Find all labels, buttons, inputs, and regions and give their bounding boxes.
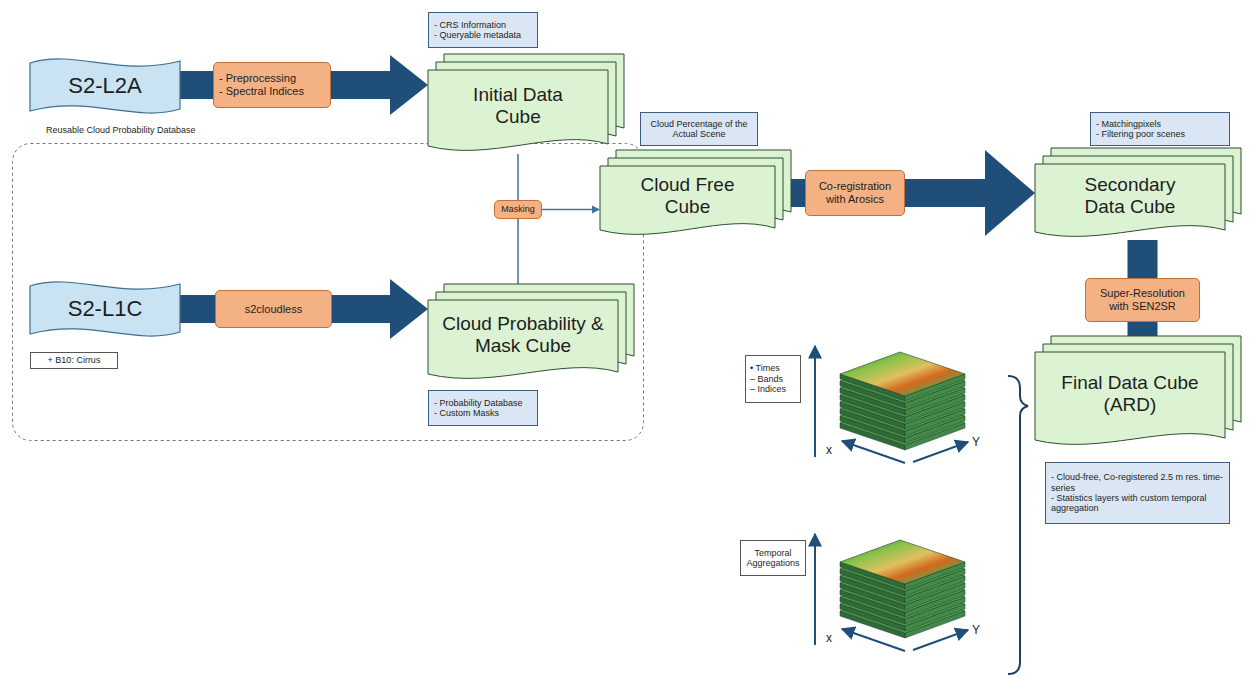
node-text: - Queryable metadata: [434, 30, 532, 40]
arrow-shaft: [905, 179, 986, 207]
layer-top: [840, 352, 965, 396]
note-box: Temporal Aggregations: [740, 540, 806, 576]
flow-arrow: [542, 206, 600, 214]
data-cube-figure: [815, 346, 968, 463]
node-text: – Bands: [750, 374, 796, 384]
dashed-region: [13, 144, 644, 441]
arrow-head: [985, 150, 1035, 236]
arrow-shaft: [180, 71, 213, 99]
group-heading: Reusable Cloud Probability Database: [46, 125, 196, 135]
note-box: - Cloud-free, Co-registered 2.5 m res. t…: [1045, 462, 1230, 524]
note-box: Cloud Percentage of the Actual Scene: [640, 112, 758, 146]
node-text: - Cloud-free, Co-registered 2.5 m res. t…: [1051, 472, 1224, 493]
data-cube-figure: [815, 534, 968, 651]
node-text: Masking: [501, 204, 535, 214]
node-text: • Times: [750, 363, 796, 373]
node-text: S2-L1C: [68, 296, 143, 321]
node-text: Initial Data Cube: [456, 84, 581, 128]
node-text: - CRS Information: [434, 20, 532, 30]
node-text: Cloud Free Cube: [625, 174, 750, 218]
node-text: - Custom Masks: [434, 408, 532, 418]
axis-label: x: [826, 444, 832, 456]
cube-page: [428, 300, 618, 378]
axis-arrow: [842, 441, 905, 463]
data-cube: Final Data Cube (ARD): [1035, 352, 1225, 448]
node-text: s2cloudless: [245, 303, 302, 316]
process-box: s2cloudless: [215, 290, 332, 328]
arrow-shaft: [1128, 240, 1158, 278]
flow-arrow: [180, 309, 215, 310]
node-text: - Spectral Indices: [219, 85, 325, 98]
node-text: S2-L2A: [68, 73, 141, 98]
axis-arrow: [913, 442, 968, 462]
cube-page: [1035, 164, 1225, 236]
process-box: Super-Resolution with SEN2SR: [1085, 278, 1200, 322]
node-text: – Indices: [750, 384, 796, 394]
node-text: Final Data Cube (ARD): [1050, 372, 1210, 416]
node-text: - Probability Database: [434, 398, 532, 408]
source-scroll: S2-L1C: [30, 278, 180, 340]
note-box: • Times– Bands– Indices: [745, 355, 801, 403]
data-cube: Cloud Probability & Mask Cube: [428, 300, 618, 382]
arrow-head: [390, 55, 428, 115]
node-text: Super-Resolution with SEN2SR: [1093, 287, 1193, 312]
note-box: - CRS Information- Queryable metadata: [428, 12, 538, 48]
note-box: - Probability Database- Custom Masks: [428, 390, 538, 426]
flow-arrow: [332, 279, 428, 339]
flow-arrow: [905, 150, 1035, 236]
axis-label: Y: [972, 436, 980, 448]
scroll-shape: [30, 282, 180, 336]
arrow-shaft: [542, 209, 593, 211]
node-text: - Statistics layers with custom temporal…: [1051, 493, 1224, 514]
arrow-shaft: [517, 154, 519, 200]
source-scroll: S2-L2A: [30, 55, 180, 117]
node-text: - Matchingpixels: [1096, 119, 1224, 129]
cube-page: [428, 70, 608, 150]
scroll-shape: [30, 59, 180, 113]
flow-arrow: [180, 85, 213, 86]
node-text: Co-registration with Arosics: [811, 180, 899, 205]
axis-arrow: [814, 534, 816, 645]
data-cube: Secondary Data Cube: [1035, 164, 1225, 240]
cube-page: [1035, 352, 1225, 444]
node-text: + B10: Cirrus: [48, 355, 101, 365]
node-text: Temporal Aggregations: [745, 548, 801, 569]
flow-arrow: [1142, 240, 1143, 278]
axis-label: Y: [972, 624, 980, 636]
data-cube: Cloud Free Cube: [600, 166, 775, 238]
note-box: + B10: Cirrus: [30, 352, 118, 369]
flow-arrow: [518, 154, 519, 200]
axis-arrow: [814, 346, 816, 457]
data-cube: Initial Data Cube: [428, 70, 608, 154]
arrow-head: [592, 206, 600, 214]
process-box: Masking: [494, 200, 542, 219]
node-text: Secondary Data Cube: [1073, 174, 1188, 218]
group-region: Reusable Cloud Probability DatabaseS2-L1…: [12, 143, 644, 441]
arrow-shaft: [180, 295, 215, 323]
axis-arrow: [842, 629, 905, 651]
process-box: - Preprocessing- Spectral Indices: [213, 62, 331, 108]
arrow-head: [390, 279, 428, 339]
node-text: - Filtering poor scenes: [1096, 129, 1224, 139]
arrow-shaft: [332, 295, 391, 323]
process-box: Co-registration with Arosics: [805, 170, 905, 216]
node-text: - Preprocessing: [219, 72, 325, 85]
cube-page: [600, 166, 775, 234]
note-box: - Matchingpixels- Filtering poor scenes: [1090, 112, 1230, 146]
node-text: Cloud Probability & Mask Cube: [441, 313, 606, 357]
node-text: Cloud Percentage of the Actual Scene: [646, 119, 752, 140]
brace: [1008, 376, 1028, 674]
layer-top: [840, 540, 965, 584]
arrow-shaft: [331, 71, 391, 99]
axis-arrow: [913, 630, 968, 650]
flow-arrow: [331, 55, 428, 115]
axis-label: x: [826, 632, 832, 644]
